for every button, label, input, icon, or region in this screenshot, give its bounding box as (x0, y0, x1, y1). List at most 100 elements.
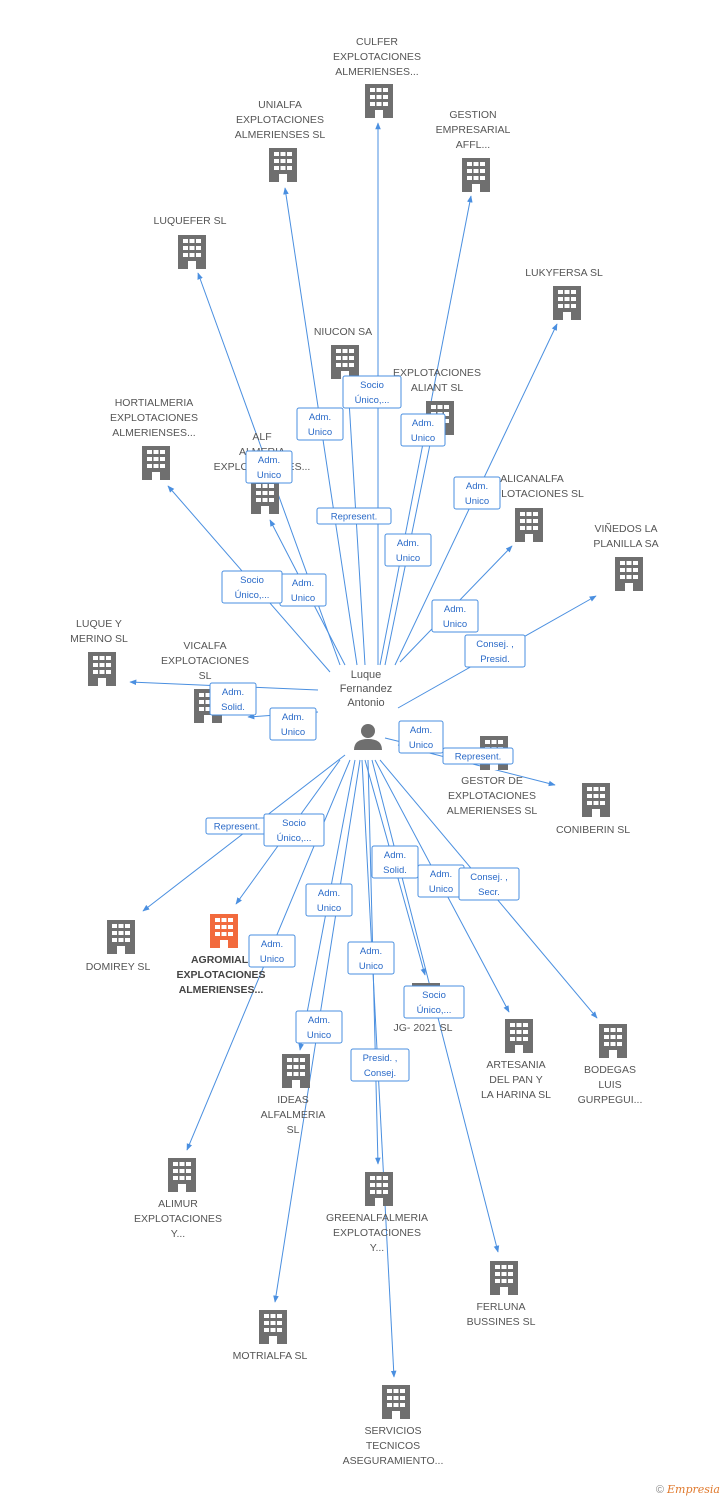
company-node-luque-merino[interactable]: LUQUE Y MERINO SL (70, 618, 128, 686)
copyright-symbol: © (655, 1484, 664, 1496)
company-label-line: GESTOR DE (461, 775, 523, 787)
role-label-line: Adm. (308, 1015, 330, 1026)
role-label-line: Unico (465, 496, 489, 507)
brand-name[interactable]: Empresia (667, 1483, 720, 1496)
role-label-line: Socio (282, 818, 306, 829)
company-label-line: SL (287, 1124, 300, 1136)
role-label-line: Unico (317, 903, 341, 914)
company-node-niucon[interactable]: NIUCON SA (314, 326, 372, 379)
company-label-line: CONIBERIN SL (556, 824, 630, 836)
company-node-greenalfalmeria[interactable]: GREENALFALMERIAEXPLOTACIONESY... (326, 1172, 428, 1254)
role-label-line: Unico (443, 619, 467, 630)
company-label-line: LUQUE Y (76, 618, 122, 630)
company-label-line: Y... (370, 1242, 384, 1254)
role-badge-r26: Presid. ,Consej. (350, 1048, 410, 1082)
role-label-line: Adm. (282, 712, 304, 723)
company-label-line: EXPLOTACIONES (161, 655, 249, 667)
company-label-line: ALIANT SL (411, 382, 463, 394)
role-label-line: Presid. , (363, 1053, 398, 1064)
role-badge-r21: Adm.Unico (305, 883, 353, 917)
role-badge-box (442, 747, 514, 765)
role-label-line: Unico (291, 593, 315, 604)
company-label-line: MERINO SL (70, 633, 128, 645)
company-node-coniberin[interactable]: CONIBERIN SL (556, 783, 630, 836)
company-node-motrialfa[interactable]: MOTRIALFA SL (233, 1310, 308, 1362)
role-badge-box (305, 883, 353, 917)
role-badge-box (209, 682, 257, 716)
role-badge-r10: Adm. Unico (431, 599, 479, 633)
company-label-line: EXPLOTACIONES (134, 1213, 222, 1225)
company-node-luquefer[interactable]: LUQUEFER SL (154, 215, 227, 269)
company-node-gestion-empresarial[interactable]: GESTIONEMPRESARIALAFFL... (436, 109, 511, 192)
role-label-line: Adm. (261, 939, 283, 950)
company-label-line: ARTESANIA (486, 1059, 545, 1071)
company-node-lukyfersa[interactable]: LUKYFERSA SL (525, 267, 603, 320)
company-label-line: JG- 2021 SL (394, 1022, 453, 1034)
center-node[interactable]: Luque Fernandez Antonio (340, 669, 393, 750)
building-icon (331, 345, 359, 379)
role-label-line: Unico (281, 727, 305, 738)
role-label-line: Adm. (444, 604, 466, 615)
role-badge-r1: SocioÚnico,... (342, 375, 402, 409)
role-label-line: Adm. (222, 687, 244, 698)
company-label-line: EXPLOTACIONES (110, 412, 198, 424)
company-node-agromiali[interactable]: AGROMIALIEXPLOTACIONESALMERIENSES... (176, 914, 266, 996)
company-label-line: AFFL... (456, 139, 490, 151)
company-label-line: ASEGURAMIENTO... (343, 1455, 444, 1467)
role-label-line: Adm. (412, 418, 434, 429)
company-label-line: MOTRIALFA SL (233, 1350, 308, 1362)
building-icon (599, 1024, 627, 1058)
company-node-alimur[interactable]: ALIMUREXPLOTACIONESY... (134, 1158, 222, 1240)
role-label-line: Secr. (478, 887, 500, 898)
building-icon (553, 286, 581, 320)
company-label-line: UNIALFA (258, 99, 302, 111)
company-label-line: SL (199, 670, 212, 682)
building-icon (142, 446, 170, 480)
role-badge-box (295, 1010, 343, 1044)
role-badge-r7: Adm.Unico (279, 573, 327, 607)
company-label-line: ALFALMERIA (261, 1109, 326, 1121)
company-node-jg2021[interactable]: JG- 2021 SL (394, 983, 453, 1034)
building-icon (615, 557, 643, 591)
role-label-line: Adm. (309, 412, 331, 423)
role-label-line: Único,... (235, 590, 270, 601)
company-label-line: ALIMUR (158, 1198, 198, 1210)
company-label-line: DEL PAN Y (489, 1074, 543, 1086)
building-icon (490, 1261, 518, 1295)
company-node-hortialmeria[interactable]: HORTIALMERIAEXPLOTACIONESALMERIENSES... (110, 397, 198, 480)
role-badge-r5: Represent. (316, 507, 392, 525)
role-label-line: Unico (396, 553, 420, 564)
company-node-servicios-tecnicos[interactable]: SERVICIOSTECNICOSASEGURAMIENTO... (343, 1385, 444, 1467)
company-node-domirey[interactable]: DOMIREY SL (86, 920, 151, 973)
company-label-line: DOMIREY SL (86, 961, 151, 973)
role-label-line: Unico (429, 884, 453, 895)
role-badge-r2: Adm.Unico (296, 407, 344, 441)
company-node-bodegas[interactable]: BODEGASLUISGURPEGUI... (578, 1024, 643, 1106)
role-label-line: Represent. (331, 512, 377, 523)
role-label-line: Unico (359, 961, 383, 972)
role-badge-box (384, 533, 432, 567)
company-label-line: ALMERIENSES SL (447, 805, 538, 817)
company-node-culfer[interactable]: CULFEREXPLOTACIONESALMERIENSES... (333, 36, 421, 118)
role-badge-box (316, 507, 392, 525)
building-icon (282, 1054, 310, 1088)
role-label-line: Unico (307, 1030, 331, 1041)
building-icon (582, 783, 610, 817)
company-label-line: IDEAS (277, 1094, 309, 1106)
role-badge-box (347, 941, 395, 975)
role-badge-r12: Adm. Solid. (209, 682, 257, 716)
role-badge-r14: Adm.Unico (398, 720, 444, 754)
company-label-line: GURPEGUI... (578, 1094, 643, 1106)
role-label-line: Solid. (221, 702, 245, 713)
footer: © Empresia (656, 1483, 720, 1496)
company-node-ideas-alfalmeria[interactable]: IDEAS ALFALMERIA SL (261, 1054, 326, 1136)
company-label-line: HORTIALMERIA (115, 397, 194, 409)
